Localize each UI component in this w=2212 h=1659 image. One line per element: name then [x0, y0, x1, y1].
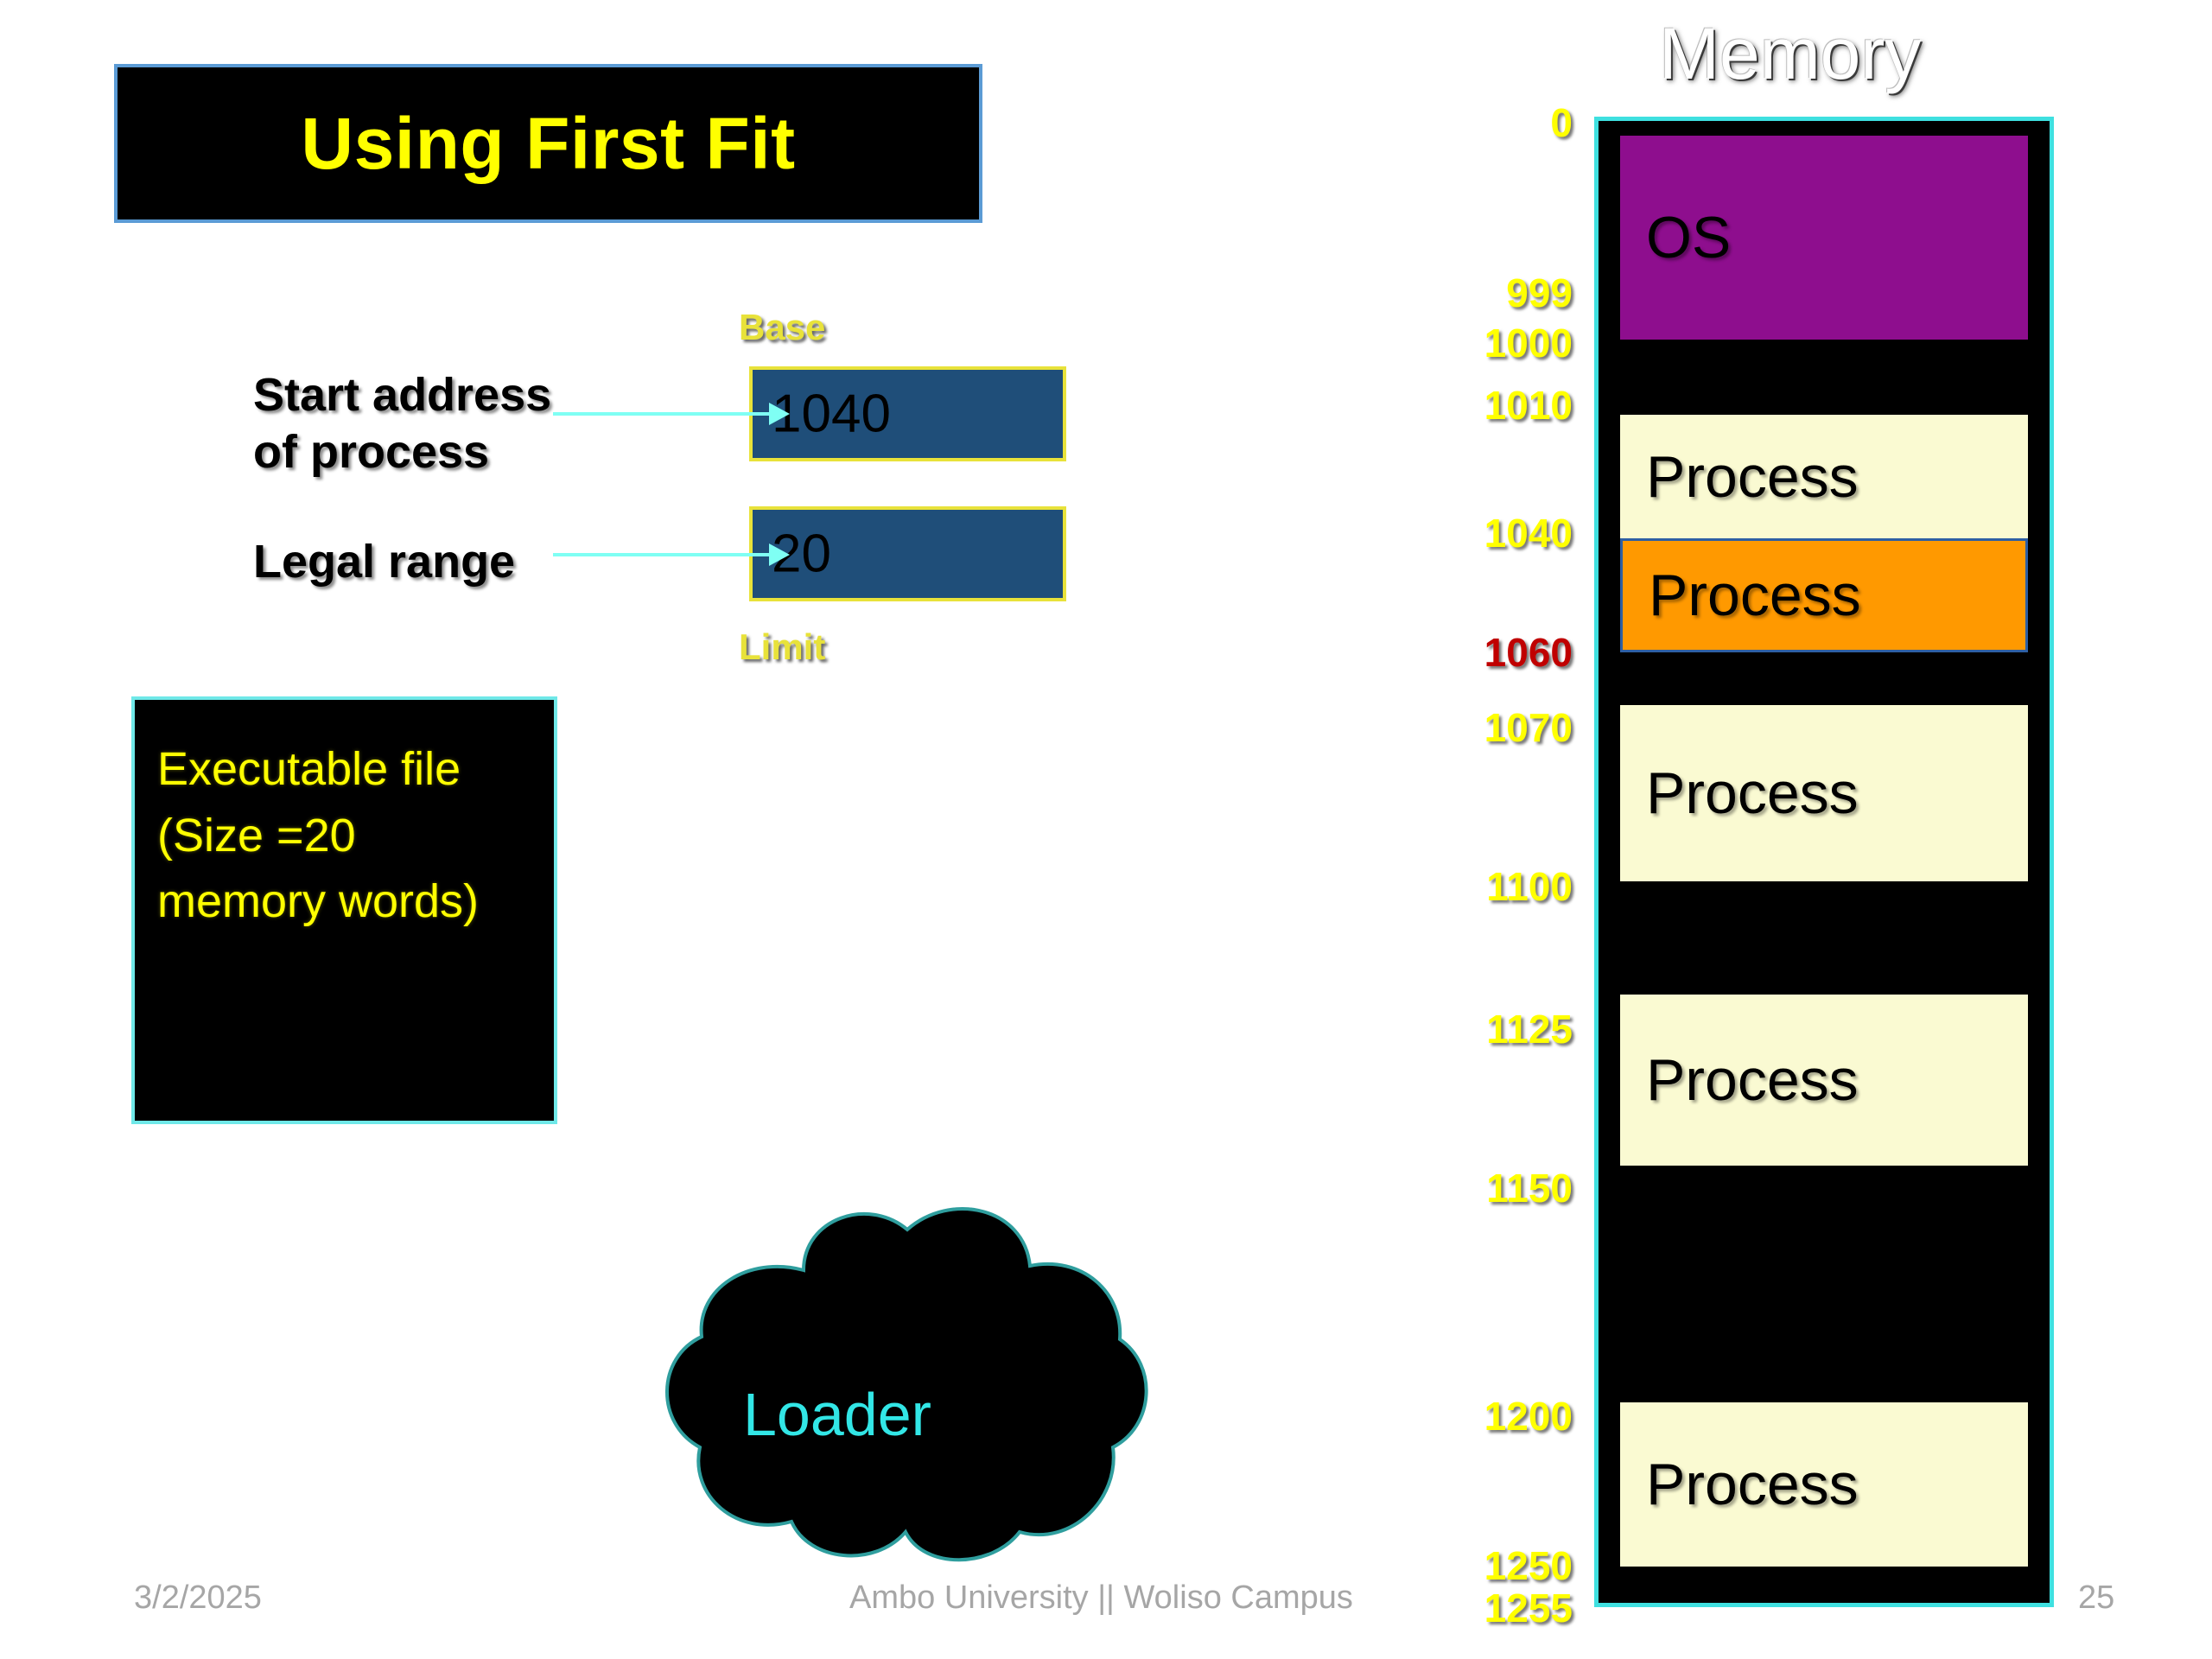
executable-file-box: Executable file (Size =20 memory words) — [131, 696, 557, 1124]
memory-block-label: OS — [1646, 205, 1732, 270]
limit-arrow-icon — [769, 543, 790, 566]
memory-address-label: 1060 — [1484, 630, 1573, 675]
memory-address-label: 1040 — [1484, 511, 1573, 556]
legal-range-label: Legal range — [253, 536, 516, 588]
base-register-box: 1040 — [749, 366, 1066, 461]
loader-label: Loader — [743, 1381, 931, 1448]
memory-block: OS — [1620, 136, 2028, 340]
limit-caption: Limit — [739, 626, 826, 667]
limit-register-box: 20 — [749, 506, 1066, 601]
memory-block-label: Process — [1649, 563, 1861, 628]
slide-title-box: Using First Fit — [114, 64, 982, 223]
memory-address-label: 1000 — [1484, 321, 1573, 365]
memory-block-label: Process — [1646, 443, 1859, 510]
memory-block: Process — [1620, 1402, 2028, 1567]
base-arrow-icon — [769, 403, 790, 425]
footer-organization: Ambo University || Woliso Campus — [849, 1580, 1353, 1616]
memory-address-label: 1125 — [1486, 1007, 1573, 1052]
limit-connector-line — [553, 553, 779, 556]
memory-address-label: 1200 — [1484, 1394, 1573, 1439]
base-caption: Base — [739, 307, 826, 347]
memory-address-label: 1150 — [1486, 1166, 1573, 1211]
loader-cloud: Loader — [639, 1188, 1175, 1568]
memory-address-label: 1070 — [1484, 705, 1573, 750]
footer-page-number: 25 — [2078, 1580, 2115, 1616]
memory-block-label: Process — [1646, 760, 1859, 826]
memory-address-column: 0 999 1000 1010 1040 1060 1070 1100 1125 1150 1200… — [1322, 0, 1573, 1659]
memory-heading: Memory — [1659, 13, 1922, 94]
executable-file-text: Executable file (Size =20 memory words) — [157, 743, 480, 928]
memory-address-label: 1255 — [1484, 1586, 1573, 1630]
cloud-icon — [665, 1207, 1148, 1562]
memory-block-label: Process — [1646, 1452, 1859, 1517]
memory-address-label: 1100 — [1486, 864, 1573, 909]
base-register-value: 1040 — [772, 384, 891, 444]
memory-block-label: Process — [1646, 1047, 1859, 1113]
footer-date: 3/2/2025 — [134, 1580, 262, 1616]
memory-block: Process — [1620, 995, 2028, 1166]
memory-address-label: 999 — [1506, 270, 1573, 315]
memory-address-label: 1010 — [1484, 383, 1573, 428]
memory-block: Process — [1620, 415, 2028, 538]
memory-block: Process — [1620, 705, 2028, 881]
memory-block: Process — [1620, 538, 2028, 652]
start-address-label: Start address of process — [253, 369, 552, 478]
base-connector-line — [553, 412, 779, 416]
memory-address-label: 1250 — [1484, 1543, 1573, 1588]
memory-address-label: 0 — [1550, 100, 1573, 145]
page-title: Using First Fit — [301, 102, 796, 184]
